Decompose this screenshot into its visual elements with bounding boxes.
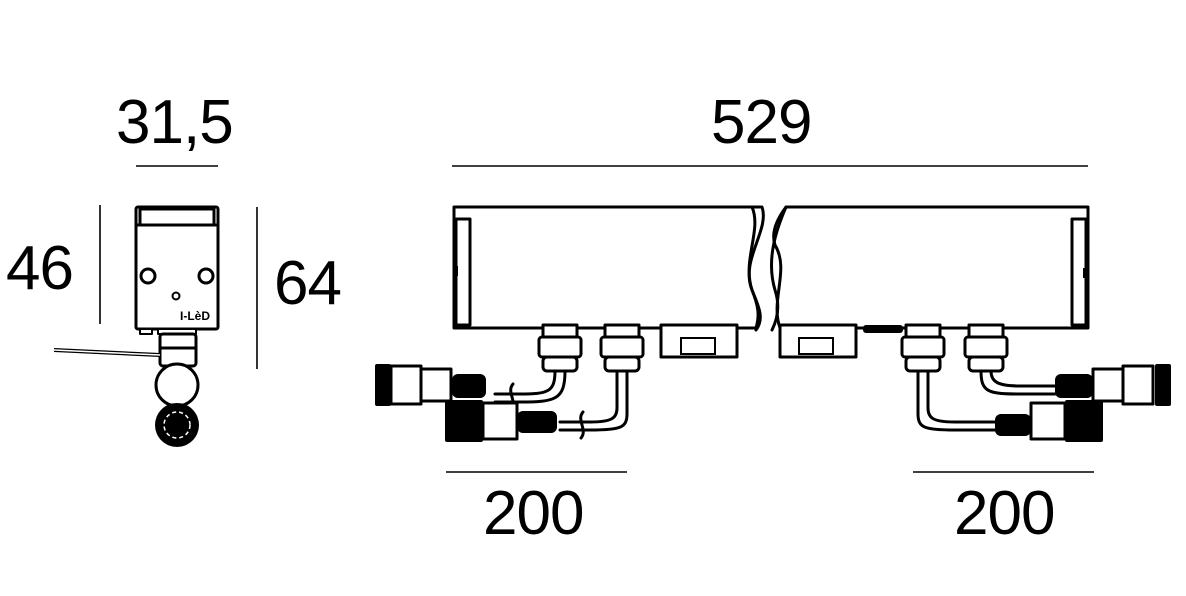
end-view (53, 205, 220, 447)
dim-body-height: 46 (6, 234, 74, 303)
dimension-lines (99, 165, 1094, 473)
cable-glands-left (375, 323, 645, 442)
dim-cable-right: 200 (954, 479, 1055, 548)
dim-width-end-view: 31,5 (116, 88, 234, 157)
dim-length: 529 (711, 88, 812, 157)
cable-glands-right (900, 323, 1171, 442)
dim-cable-left: 200 (483, 479, 584, 548)
dim-total-height: 64 (274, 249, 342, 318)
side-view-body (452, 205, 1090, 332)
rj-ports (659, 323, 903, 359)
brand-logo: I-LèD (180, 309, 210, 323)
